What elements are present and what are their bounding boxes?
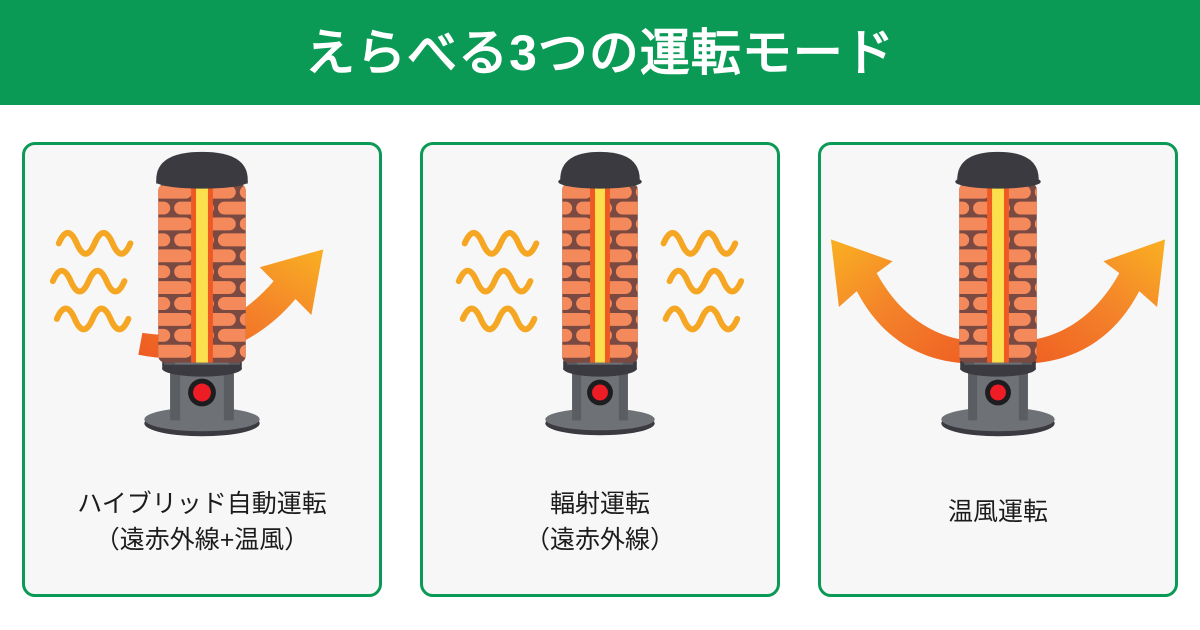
power-indicator-icon [990,384,1006,401]
warm-air-arrow-left [830,239,993,364]
infrared-wave-group-left [49,230,134,333]
heater-grille [959,183,1037,363]
caption-line-primary: ハイブリッド自動運転 [77,490,327,518]
caption-radiant: 輻射運転 （遠赤外線） [423,465,777,594]
caption-line-secondary: （遠赤外線） [524,525,675,554]
heater-unit [941,151,1055,437]
caption-line-secondary: （遠赤外線+温風） [94,525,310,554]
heater-illustration-radiant [423,145,777,465]
mode-card-radiant[interactable]: 輻射運転 （遠赤外線） [420,142,780,597]
power-indicator-icon [193,383,211,402]
heater-grille [158,183,246,363]
caption-warm-air: 温風運転 [821,465,1175,594]
heater-illustration-warm-air [821,145,1175,465]
mode-card-hybrid[interactable]: ハイブリッド自動運転 （遠赤外線+温風） [22,142,382,597]
warm-air-arrow-right [138,249,324,359]
header-banner: えらべる3つの運転モード [0,0,1200,105]
caption-line-primary: 温風運転 [947,498,1048,526]
heater-unit [144,151,260,437]
caption-line-primary: 輻射運転 [549,490,650,518]
page-title: えらべる3つの運転モード [305,24,895,81]
mode-card-warm-air[interactable]: 温風運転 [818,142,1178,597]
infrared-wave-group-left [455,230,540,333]
heater-illustration-hybrid [25,145,379,465]
heater-grille [562,183,638,363]
infrared-wave-group-right [660,230,745,333]
warm-air-arrow-right [1003,239,1166,364]
mode-card-row: ハイブリッド自動運転 （遠赤外線+温風） [0,105,1200,630]
heater-unit [545,151,655,436]
caption-hybrid: ハイブリッド自動運転 （遠赤外線+温風） [25,465,379,594]
power-indicator-icon [592,384,608,401]
